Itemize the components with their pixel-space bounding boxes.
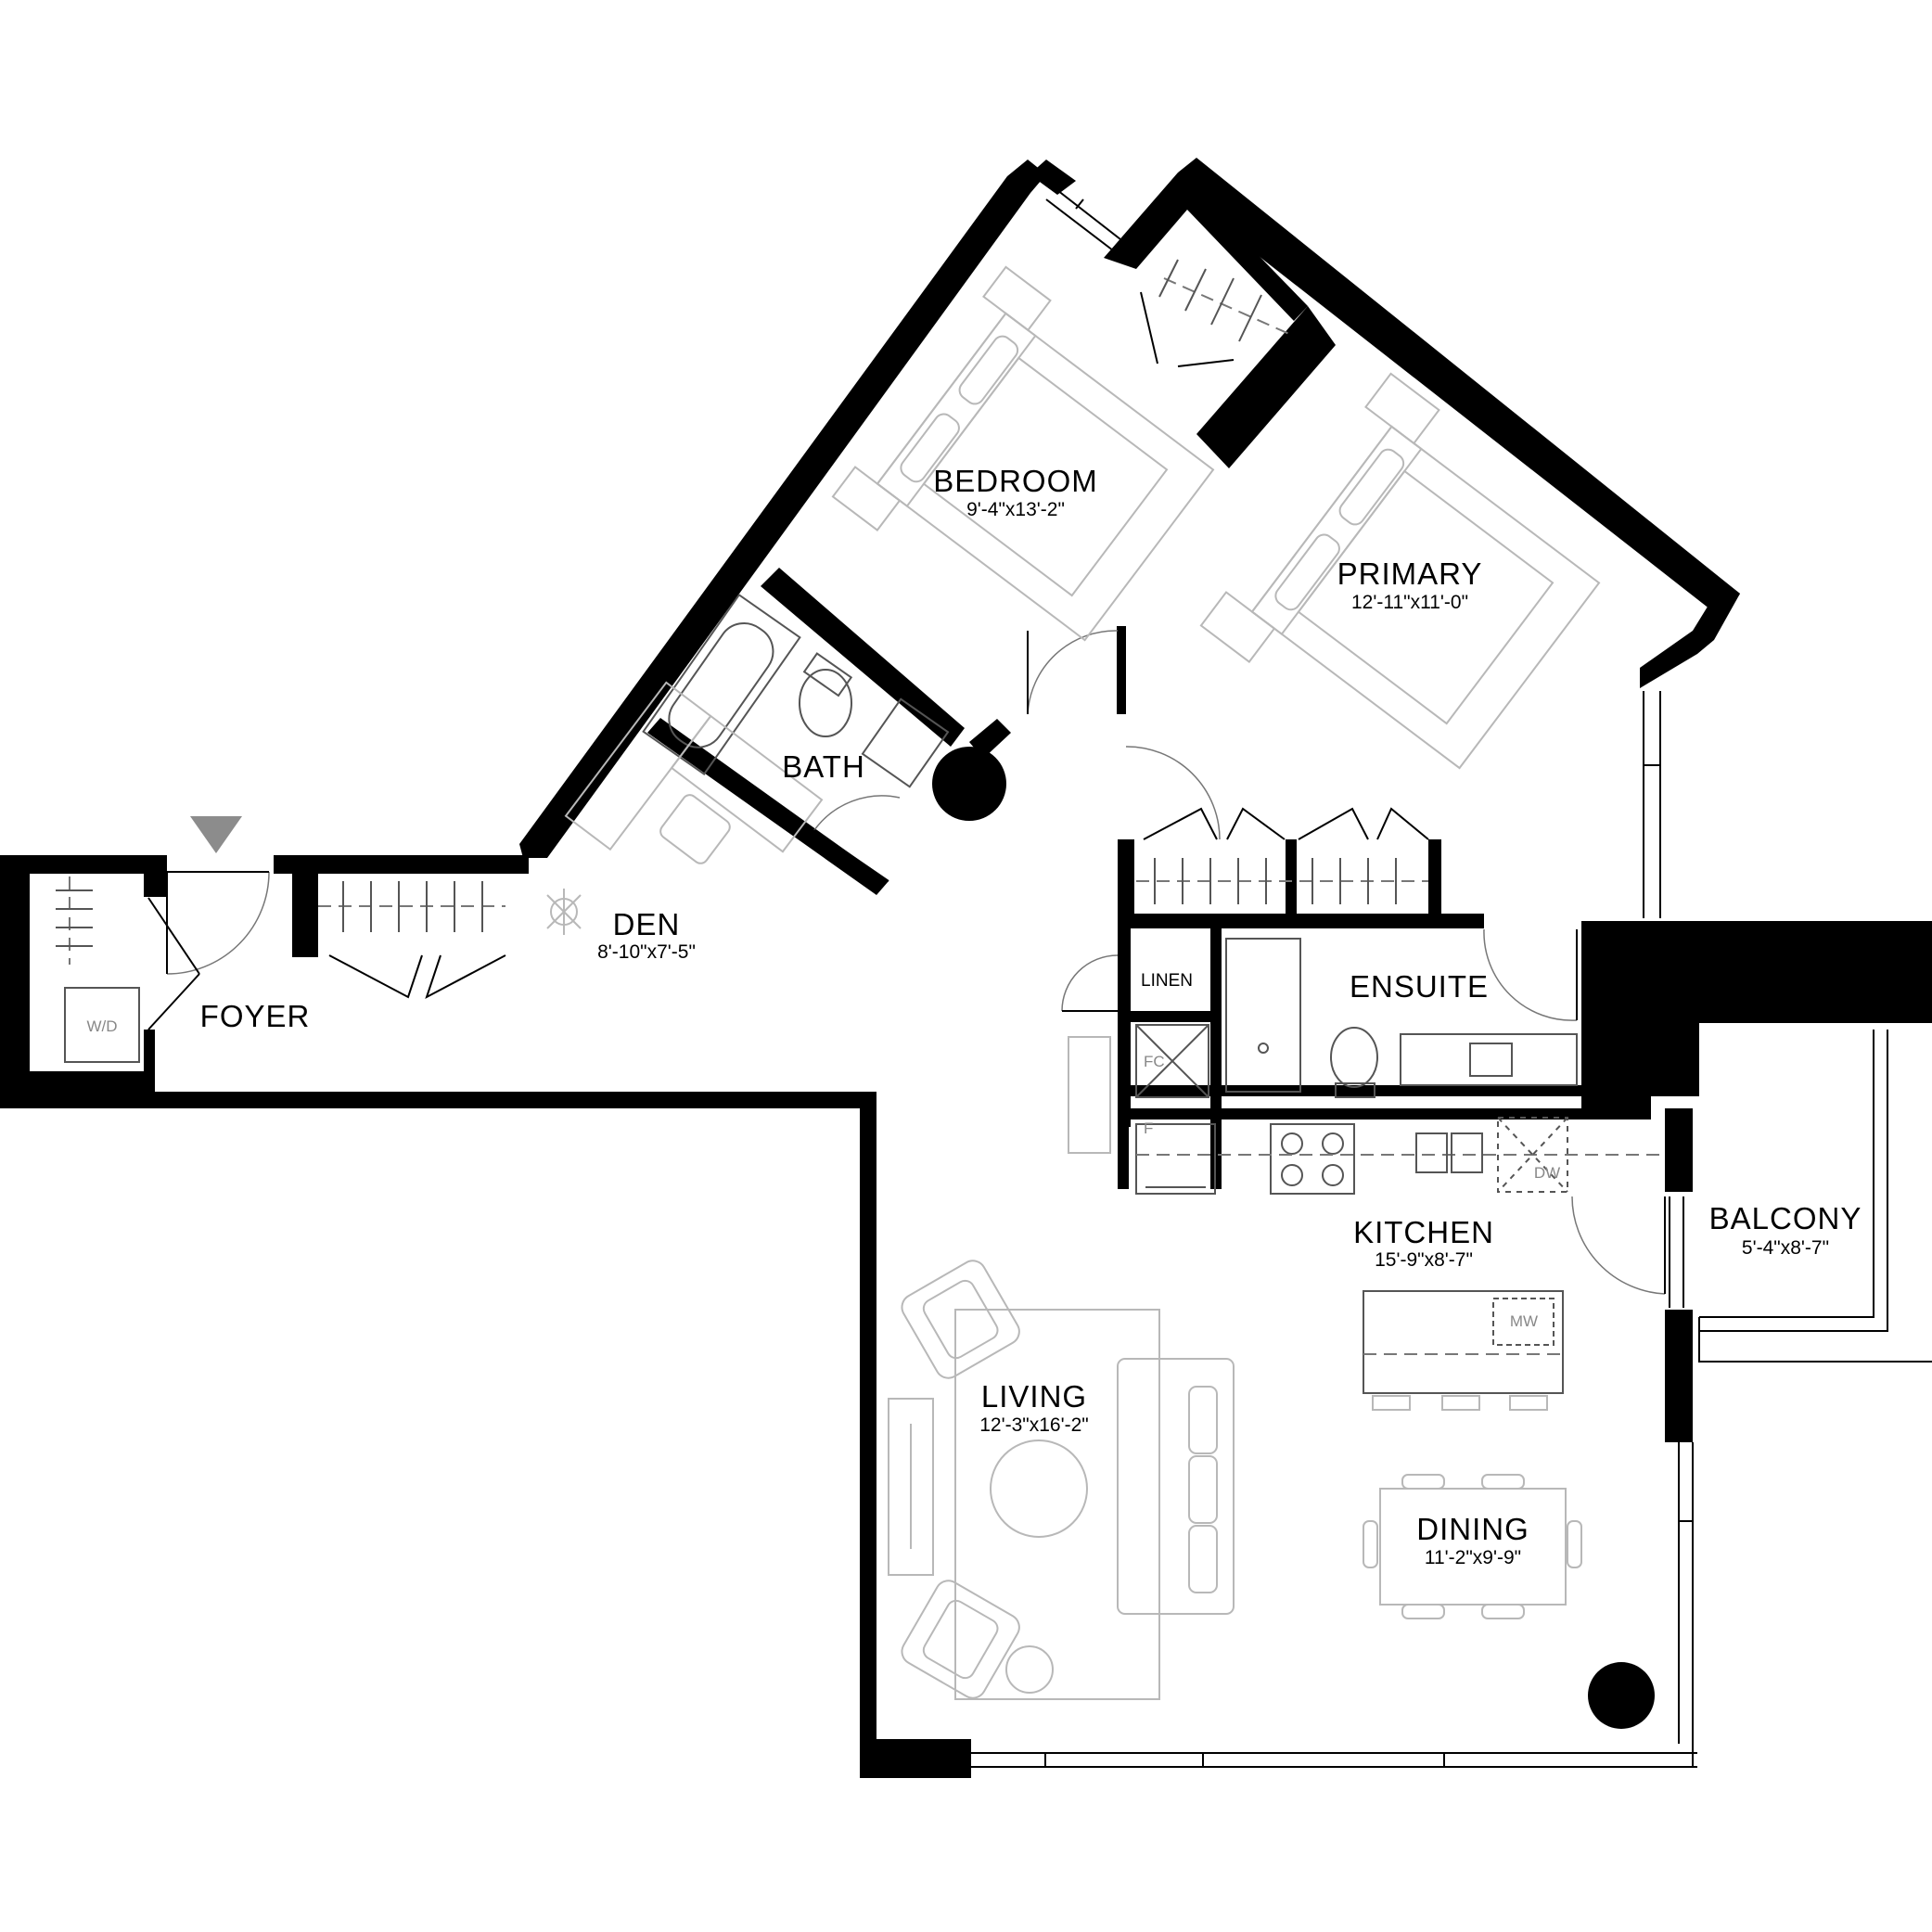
fixture-labels: W/D FC F DW MW	[86, 1017, 1560, 1330]
living-label: LIVING	[981, 1379, 1087, 1414]
closet-hangers	[56, 259, 1428, 965]
foyer-label: FOYER	[200, 999, 311, 1033]
washer-dryer-label: W/D	[86, 1017, 117, 1035]
dishwasher-label: DW	[1534, 1164, 1560, 1182]
kitchen-dims: 15'-9"x8'-7"	[1375, 1249, 1473, 1271]
microwave-label: MW	[1510, 1312, 1538, 1330]
windows	[971, 189, 1697, 1768]
balcony-dims: 5'-4"x8'-7"	[1742, 1237, 1829, 1259]
dining-label: DINING	[1416, 1512, 1529, 1546]
primary-label: PRIMARY	[1337, 557, 1483, 591]
den-dims: 8'-10"x7'-5"	[597, 941, 696, 963]
balcony-outline	[1698, 1021, 1932, 1363]
fixtures	[64, 593, 1665, 1394]
kitchen-label: KITCHEN	[1353, 1215, 1494, 1249]
bedroom-label: BEDROOM	[933, 464, 1098, 498]
balcony-label: BALCONY	[1709, 1201, 1862, 1235]
primary-dims: 12'-11"x11'-0"	[1351, 592, 1468, 613]
fridge-label: F	[1144, 1120, 1153, 1137]
linen-label: LINEN	[1141, 971, 1193, 991]
bedroom-dims: 9'-4"x13'-2"	[966, 499, 1065, 520]
bath-label: BATH	[782, 749, 865, 784]
door-swings	[147, 291, 1666, 1295]
entry-arrow-icon	[190, 816, 242, 853]
furniture	[546, 265, 1601, 1700]
dining-dims: 11'-2"x9'-9"	[1425, 1547, 1521, 1568]
ensuite-label: ENSUITE	[1350, 969, 1489, 1004]
fan-coil-label: FC	[1144, 1053, 1165, 1070]
walls	[0, 158, 1932, 1778]
plant-icon	[546, 889, 582, 935]
room-labels: BEDROOM 9'-4"x13'-2" PRIMARY 12'-11"x11'…	[200, 464, 1862, 1568]
living-dims: 12'-3"x16'-2"	[979, 1414, 1089, 1436]
den-label: DEN	[613, 907, 681, 941]
